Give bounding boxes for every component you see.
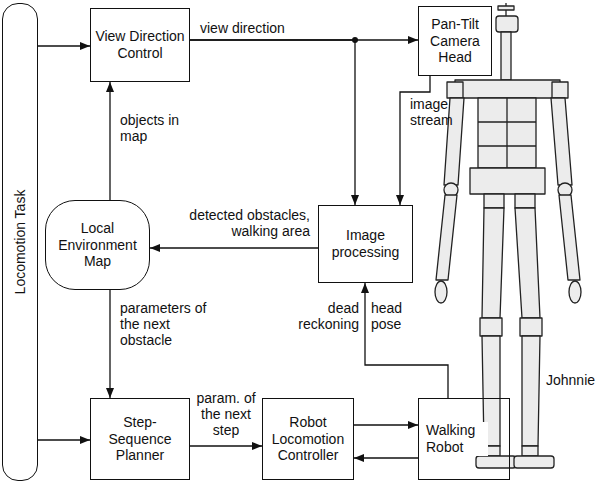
robot-knee (520, 318, 542, 336)
flow-arrow (150, 247, 318, 248)
node-label: Step-Sequence Planner (95, 414, 185, 464)
flow-arrow (190, 40, 355, 205)
process-box: Step-Sequence Planner (90, 398, 190, 480)
text-group: Locomotion Task (12, 190, 29, 295)
node-label: Local Environment Map (50, 220, 145, 270)
robot-foot (514, 456, 554, 468)
robot-joint (484, 194, 504, 208)
robot-leg (522, 336, 540, 446)
robot-shoulders (455, 80, 560, 98)
text-group: Pan-Tilt Camera Head (423, 16, 487, 66)
text-group: Image processing (323, 227, 408, 261)
robot-name: Johnnie (546, 372, 600, 388)
robot-joint (447, 82, 463, 98)
robot-ankle (522, 446, 538, 456)
process-box: Robot Locomotion Controller (262, 398, 354, 480)
text-group: Step-Sequence Planner (95, 414, 185, 464)
robot-leg (482, 208, 504, 318)
flow-arrow (354, 424, 418, 425)
node-label: View Direction Control (95, 28, 185, 62)
robot-arm (559, 195, 580, 280)
edge-label: detected obstacles, walking area (160, 207, 310, 239)
process-box: Image processing (318, 205, 413, 283)
robot-torso (478, 98, 536, 168)
flow-arrow (365, 283, 448, 398)
text-group: View Direction Control (95, 28, 185, 62)
robot-foot (476, 456, 516, 468)
text-group: Walking Robot (426, 422, 488, 456)
robot-neck (501, 32, 511, 80)
robot-hip (470, 168, 545, 194)
node-label: Walking Robot (426, 422, 488, 456)
robot-arm (551, 98, 572, 185)
node-label: Image processing (323, 227, 408, 261)
process-box: View Direction Control (90, 8, 190, 82)
robot-leg (515, 208, 540, 318)
robot-hand (569, 281, 581, 303)
edge-label: dead reckoning (293, 300, 359, 332)
map-store: Local Environment Map (45, 200, 150, 290)
robot-hand (435, 281, 447, 303)
flow-arrow (109, 82, 110, 200)
edge-label: parameters of the next obstacle (120, 300, 210, 348)
process-box: Pan-Tilt Camera Head (418, 6, 492, 76)
text-group: Local Environment Map (50, 220, 145, 270)
text-group: Robot Locomotion Controller (267, 414, 349, 464)
flow-arrow (38, 45, 90, 46)
robot-knee (480, 318, 502, 336)
flow-arrow (190, 445, 262, 446)
robot-joint (552, 82, 568, 98)
robot-part (498, 6, 514, 10)
signal-label: head pose (371, 300, 419, 332)
robot-box: Walking Robot (418, 398, 510, 480)
node-label: Robot Locomotion Controller (267, 414, 349, 464)
flow-arrow (38, 439, 90, 440)
node-label: Locomotion Task (12, 190, 29, 295)
robot-camera (496, 16, 518, 32)
task-band: Locomotion Task (2, 3, 38, 481)
flow-arrow (109, 290, 110, 398)
robot-joint (515, 194, 535, 208)
edge-label: view direction (200, 20, 310, 36)
edge-label: objects in map (120, 112, 182, 144)
robot-arm (436, 195, 457, 280)
edge-label: param. of the next step (192, 390, 260, 438)
node-label: Pan-Tilt Camera Head (423, 16, 487, 66)
edge-label: image stream (410, 96, 462, 128)
flow-arrow (354, 457, 418, 458)
robot-part (506, 98, 507, 168)
flow-arrow (400, 76, 430, 205)
